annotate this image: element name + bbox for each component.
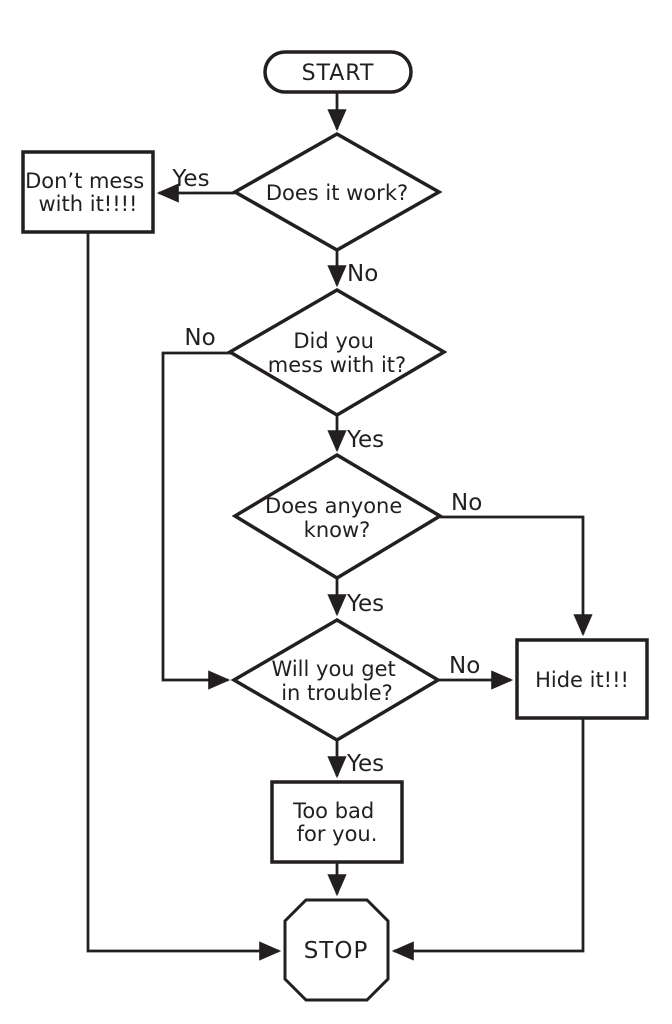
will-you-get-label: Will you get in trouble? bbox=[272, 657, 403, 705]
dont-mess-shape bbox=[21, 150, 155, 234]
label-does-it-work-no: No bbox=[347, 261, 378, 287]
node-does-it-work: Does it work? bbox=[231, 131, 443, 253]
edges bbox=[86, 92, 593, 961]
edge-does-anyone-know-no bbox=[440, 515, 593, 637]
node-did-you-mess: Did you mess with it? bbox=[226, 287, 448, 418]
did-you-mess-shape bbox=[226, 287, 448, 418]
edge-labels: Yes No No Yes No Yes No Yes bbox=[171, 166, 482, 777]
start-shape bbox=[263, 50, 413, 94]
node-does-anyone-know: Does anyone know? bbox=[231, 452, 444, 581]
stop-label: STOP bbox=[304, 938, 369, 964]
will-you-get-shape bbox=[230, 617, 442, 743]
node-dont-mess: Don’t mess with it!!!! bbox=[21, 150, 155, 234]
label-does-it-work-yes: Yes bbox=[171, 166, 209, 192]
dont-mess-label: Don’t mess with it!!!! bbox=[25, 169, 151, 216]
node-hide-it: Hide it!!! bbox=[515, 638, 649, 720]
edge-hide-it-to-stop bbox=[391, 718, 585, 961]
does-anyone-know-label: Does anyone know? bbox=[265, 494, 409, 542]
label-does-anyone-know-yes: Yes bbox=[346, 591, 384, 617]
hide-it-shape bbox=[515, 638, 649, 720]
does-it-work-shape bbox=[231, 131, 443, 253]
node-too-bad: Too bad for you. bbox=[270, 780, 404, 864]
label-did-you-mess-no: No bbox=[184, 325, 215, 351]
label-did-you-mess-yes: Yes bbox=[346, 427, 384, 453]
stop-shape bbox=[283, 898, 390, 1002]
too-bad-label: Too bad for you. bbox=[292, 799, 381, 846]
start-label: START bbox=[302, 61, 375, 86]
node-stop: STOP bbox=[283, 898, 390, 1002]
too-bad-shape bbox=[270, 780, 404, 864]
label-will-you-get-no: No bbox=[449, 653, 480, 679]
label-does-anyone-know-no: No bbox=[451, 490, 482, 516]
node-start: START bbox=[263, 50, 413, 94]
node-will-you-get: Will you get in trouble? bbox=[230, 617, 442, 743]
label-will-you-get-yes: Yes bbox=[346, 751, 384, 777]
did-you-mess-label: Did you mess with it? bbox=[268, 329, 406, 377]
edge-dont-mess-to-stop bbox=[86, 232, 282, 961]
does-it-work-label: Does it work? bbox=[266, 181, 408, 205]
hide-it-label: Hide it!!! bbox=[535, 668, 629, 692]
does-anyone-know-shape bbox=[231, 452, 444, 581]
edge-did-you-mess-no bbox=[161, 351, 234, 690]
